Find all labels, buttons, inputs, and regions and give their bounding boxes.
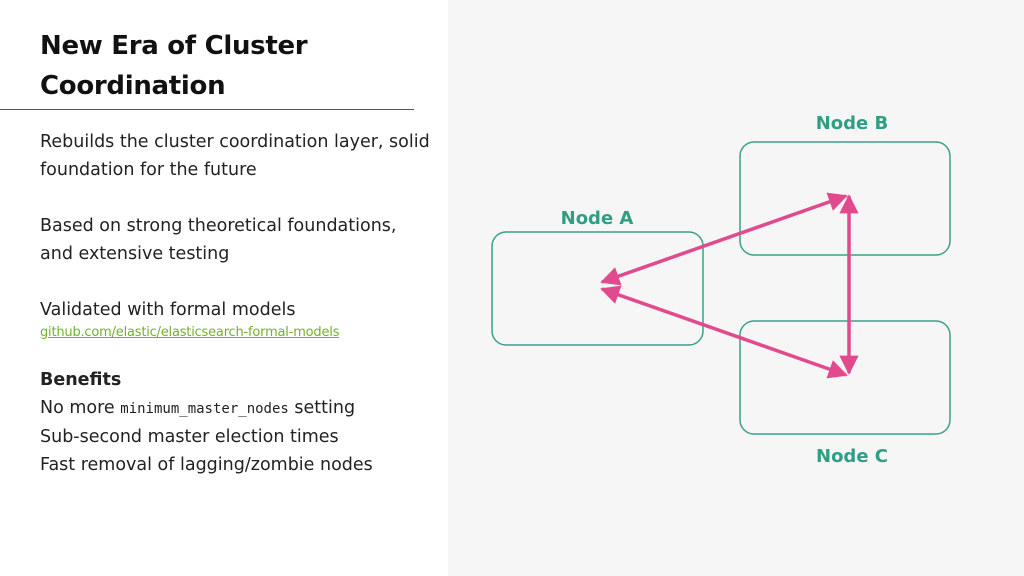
bullet-formal-models: Validated with formal models [40,300,296,320]
slide-title: New Era of Cluster Coordination [40,31,308,101]
bullet-rebuilds: Rebuilds the cluster coordination layer,… [40,132,430,180]
node-a-box [491,231,704,346]
formal-models-link[interactable]: github.com/elastic/elasticsearch-formal-… [40,325,340,340]
node-b-label: Node B [816,113,889,134]
bullet-foundations: Based on strong theoretical foundations,… [40,216,397,264]
edge-a-b-arrow [600,192,848,286]
benefit-item-election: Sub-second master election times [40,427,339,447]
benefit-prefix: No more [40,398,121,418]
slide-content: Rebuilds the cluster coordination layer,… [40,128,430,479]
cluster-diagram: Node A Node B Node C [491,113,951,467]
benefit-item-removal: Fast removal of lagging/zombie nodes [40,455,373,475]
node-c-box [739,320,951,435]
edge-a-c-arrow [600,285,848,379]
benefit-suffix: setting [288,398,356,418]
benefits-heading: Benefits [40,370,122,390]
node-c-label: Node C [816,446,888,467]
benefit-item-no-setting: No more minimum_master_nodes setting [40,394,430,423]
node-a-label: Node A [561,208,634,229]
setting-code: minimum_master_nodes [120,401,289,417]
node-b-box [739,141,951,256]
text-panel [0,0,448,576]
title-divider [0,109,414,110]
